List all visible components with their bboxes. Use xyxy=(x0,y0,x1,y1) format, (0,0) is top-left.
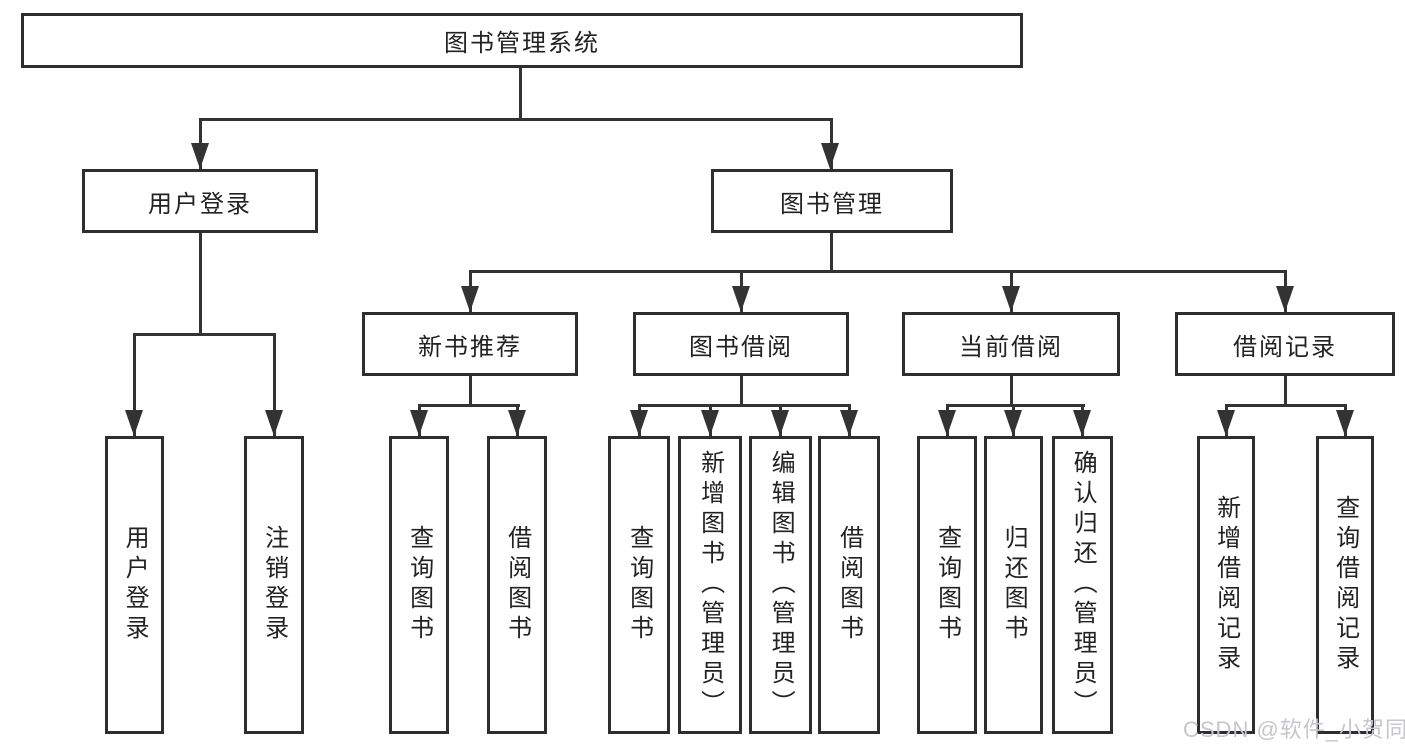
leaf-cur-return-book-label: 归还图书 xyxy=(1000,525,1028,645)
connector-login-drop-1 xyxy=(133,336,136,436)
connector-borrow-stem xyxy=(740,376,743,407)
leaf-borrow-borrow-book: 借阅图书 xyxy=(818,436,880,734)
csdn-watermark: CSDN @软件_小贺同学 xyxy=(1183,717,1405,742)
arrow-to-book-borrow xyxy=(732,286,750,312)
leaf-borrow-query-book-label: 查询图书 xyxy=(625,525,653,645)
leaf-borrow-add-book-admin-label: 新增图书（管理员） xyxy=(696,450,724,720)
node-book-borrow: 图书借阅 xyxy=(633,312,849,376)
arrow-to-borrow-edit-book xyxy=(771,410,789,436)
connector-cur-hline xyxy=(946,404,1085,407)
node-root-label: 图书管理系统 xyxy=(444,30,600,57)
connector-login-stem xyxy=(199,233,202,336)
leaf-cur-return-book: 归还图书 xyxy=(984,436,1043,734)
node-root-library-system: 图书管理系统 xyxy=(21,13,1023,68)
leaf-borrow-add-book-admin: 新增图书（管理员） xyxy=(678,436,742,734)
connector-rec-stem xyxy=(469,376,472,407)
arrow-to-borrow-borrow-book xyxy=(840,410,858,436)
node-borrow-records: 借阅记录 xyxy=(1175,312,1395,376)
leaf-rec-borrow-book-label: 借阅图书 xyxy=(503,525,531,645)
leaf-cur-confirm-return-admin: 确认归还（管理员） xyxy=(1052,436,1113,734)
connector-borrow-hline xyxy=(638,404,851,407)
leaf-cur-query-book: 查询图书 xyxy=(917,436,977,734)
connector-login-hline xyxy=(133,333,276,336)
arrow-to-cur-query-book xyxy=(938,410,956,436)
node-user-login-label: 用户登录 xyxy=(148,190,252,218)
leaf-borrow-query-book: 查询图书 xyxy=(608,436,670,734)
leaf-user-login-label: 用户登录 xyxy=(121,525,149,645)
leaf-logout-label: 注销登录 xyxy=(260,525,288,645)
leaf-rec-query-book-label: 查询图书 xyxy=(405,525,433,645)
arrow-to-borrow-add-book xyxy=(701,410,719,436)
leaf-hist-add-record-label: 新增借阅记录 xyxy=(1212,495,1240,675)
node-current-borrow: 当前借阅 xyxy=(902,312,1120,376)
connector-hist-stem xyxy=(1284,376,1287,407)
node-book-borrow-label: 图书借阅 xyxy=(689,333,793,361)
arrow-to-cur-confirm-return xyxy=(1073,410,1091,436)
arrow-to-hist-query-record xyxy=(1336,410,1354,436)
leaf-borrow-edit-book-admin-label: 编辑图书（管理员） xyxy=(767,450,795,720)
leaf-rec-query-book: 查询图书 xyxy=(389,436,449,734)
arrow-to-hist-add-record xyxy=(1217,410,1235,436)
connector-mgmt-stem xyxy=(830,233,833,273)
connector-mgmt-hline xyxy=(469,270,1287,273)
arrow-to-leaf-logout xyxy=(265,410,283,436)
arrow-to-current-borrow xyxy=(1002,286,1020,312)
node-user-login: 用户登录 xyxy=(82,169,318,233)
arrow-to-rec-borrow-book xyxy=(508,410,526,436)
connector-rec-hline xyxy=(418,404,520,407)
connector-cur-stem xyxy=(1010,376,1013,407)
connector-hist-hline xyxy=(1225,404,1347,407)
leaf-borrow-edit-book-admin: 编辑图书（管理员） xyxy=(749,436,812,734)
node-book-management-label: 图书管理 xyxy=(780,190,884,218)
connector-root-stem xyxy=(519,68,522,121)
leaf-hist-add-record: 新增借阅记录 xyxy=(1197,436,1255,734)
arrow-to-borrow-records xyxy=(1276,286,1294,312)
leaf-user-login: 用户登录 xyxy=(105,436,164,734)
connector-root-hline xyxy=(199,118,833,121)
leaf-rec-borrow-book: 借阅图书 xyxy=(487,436,547,734)
arrow-to-new-book-recommend xyxy=(461,286,479,312)
leaf-hist-query-record-label: 查询借阅记录 xyxy=(1331,495,1359,675)
node-new-book-recommend-label: 新书推荐 xyxy=(418,333,522,361)
arrow-to-cur-return-book xyxy=(1004,410,1022,436)
node-current-borrow-label: 当前借阅 xyxy=(959,333,1063,361)
leaf-hist-query-record: 查询借阅记录 xyxy=(1316,436,1374,734)
node-new-book-recommend: 新书推荐 xyxy=(362,312,578,376)
leaf-borrow-borrow-book-label: 借阅图书 xyxy=(835,525,863,645)
leaf-logout: 注销登录 xyxy=(244,436,304,734)
connector-login-drop-2 xyxy=(273,336,276,436)
arrow-to-leaf-user-login xyxy=(125,410,143,436)
node-borrow-records-label: 借阅记录 xyxy=(1233,333,1337,361)
leaf-cur-query-book-label: 查询图书 xyxy=(933,525,961,645)
node-book-management: 图书管理 xyxy=(711,169,953,233)
arrow-to-rec-query-book xyxy=(410,410,428,436)
leaf-cur-confirm-return-admin-label: 确认归还（管理员） xyxy=(1069,450,1097,720)
arrow-to-book-management xyxy=(821,143,839,169)
arrow-to-user-login xyxy=(191,143,209,169)
arrow-to-borrow-query-book xyxy=(630,410,648,436)
